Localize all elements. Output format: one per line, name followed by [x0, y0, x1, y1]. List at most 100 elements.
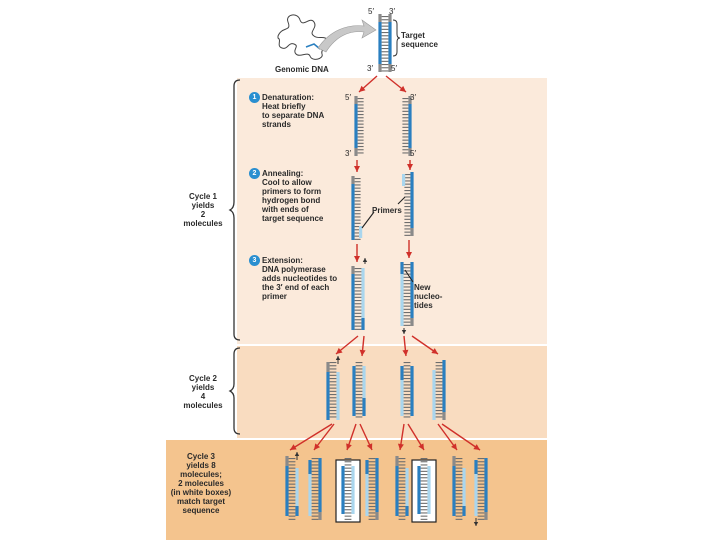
cycle3-molecule-4-rung — [368, 477, 376, 479]
denat-left-strand-rung — [357, 149, 364, 151]
cycle3-molecule-6-rung — [420, 461, 428, 463]
cycle3-molecule-1-rung — [288, 512, 296, 514]
cycle3-molecule-2-rung — [311, 461, 319, 463]
cycle2-molecule-4-rung — [435, 368, 443, 370]
denat-left-strand-rung — [357, 101, 364, 103]
extend-left-molecule-rung — [354, 316, 362, 318]
arrow-c2-to-c3-6-head — [418, 443, 424, 450]
cycle2-molecule-4-rung — [435, 413, 443, 415]
cycle3-molecule-2-right-1 — [318, 512, 322, 520]
cycle3-molecule-5-left-1 — [395, 466, 399, 516]
new-nucleotides-line2: nucleo- — [414, 292, 443, 301]
cycle3-molecule-6-rung — [420, 483, 428, 485]
cycle2-molecule-2-rung — [355, 410, 363, 412]
extend-left-molecule-rung — [354, 322, 362, 324]
target-molecule-rung — [381, 25, 389, 27]
anneal-right-strand-rung — [404, 196, 411, 198]
cycle3-molecule-8-rung — [477, 512, 485, 514]
cycle3-molecule-6-right-0 — [427, 466, 431, 514]
extend-right-molecule-rung — [403, 302, 411, 304]
cycle2-molecule-3-rung — [403, 400, 411, 402]
anneal-left-strand-rung — [354, 216, 361, 218]
cycle3-molecule-3-rung — [344, 493, 352, 495]
denat-left-strand-rung — [357, 104, 364, 106]
cycle3-molecule-2-left-1 — [308, 474, 312, 516]
primers-label: Primers — [372, 206, 402, 215]
cycle2-molecule-2-rung — [355, 390, 363, 392]
cycle3-molecule-1-right-0 — [295, 468, 299, 506]
cycle3-molecule-5-rung — [398, 464, 406, 466]
extend-right-molecule-rung — [403, 296, 411, 298]
extend-left-molecule-rung — [354, 277, 362, 279]
cycle2-molecule-3-rung — [403, 381, 411, 383]
extend-left-molecule-left-0 — [351, 266, 355, 274]
cycle2-molecule-2-rung — [355, 394, 363, 396]
arrows-layer — [289, 75, 481, 526]
cycle3-molecule-8-rung — [477, 461, 485, 463]
cycle3-molecule1-direction — [294, 452, 300, 460]
target-molecule-rung — [381, 51, 389, 53]
cycle3-molecule-3-rung — [344, 483, 352, 485]
extend-left-direction — [362, 258, 368, 264]
extend-right-molecule-rung — [403, 289, 411, 291]
cycle1-line4: molecules — [183, 219, 223, 228]
denat-left-strand-rung — [357, 123, 364, 125]
cycle2-molecule-1-rung — [329, 368, 337, 370]
cycle2-molecule-4-rung — [435, 410, 443, 412]
primers-pointer-left — [361, 211, 375, 229]
cycle2-molecule-4-rung — [435, 371, 443, 373]
cycle3-molecule-4-rung — [368, 496, 376, 498]
arrow-c2-to-c3-1-shaft — [289, 423, 333, 451]
cycle3-molecule-7-rung — [455, 461, 463, 463]
target-molecule-rung — [381, 54, 389, 56]
cycle3-molecule-6-rung — [420, 512, 428, 514]
target-molecule-rung — [381, 57, 389, 59]
genomic-dna-segment — [305, 43, 321, 50]
step3-line4: primer — [262, 292, 287, 301]
cycle2-molecule-4-rung — [435, 406, 443, 408]
cycle3-molecule-4-rung — [368, 483, 376, 485]
cycle3-molecule-8-rung — [477, 515, 485, 517]
cycle3-molecule-4-rung — [368, 467, 376, 469]
cycle3-molecule-4-rung — [368, 474, 376, 476]
cycle2-molecule-3-rung — [403, 368, 411, 370]
cycle2-molecule-1-rung — [329, 390, 337, 392]
arrow-c1-to-c2-c-head — [402, 349, 409, 356]
extend-left-molecule-rung — [354, 271, 362, 273]
cycle3-molecule-4 — [365, 458, 379, 520]
anneal-left-primer — [359, 226, 363, 238]
anneal-right-strand-rung — [404, 174, 411, 176]
extend-right-molecule-rung — [403, 308, 411, 310]
anneal-left-strand-rung — [354, 235, 361, 237]
arrow-c1-to-c2-d — [411, 335, 439, 355]
denat-left-strand-rung — [357, 117, 364, 119]
target-molecule-rung — [381, 60, 389, 62]
anneal-right-strand-rung — [404, 177, 411, 179]
cycle2-molecule-4-left-0 — [432, 370, 436, 420]
cycle2-molecule-1-rung — [329, 371, 337, 373]
cycle2-molecule-1-left-0 — [326, 362, 330, 372]
cycle2-molecule-3-rung — [403, 390, 411, 392]
denat-right-strand-rung — [402, 149, 409, 151]
step2-line2: primers to form — [262, 187, 322, 196]
arrow-c1-to-c2-d-head — [431, 348, 438, 354]
cycle2-molecule-3-right-0 — [410, 366, 414, 416]
cycle3-molecule-5-right-1 — [405, 506, 409, 516]
cycle2-molecule-2-rung — [355, 362, 363, 364]
cycle3-molecule-4-rung — [368, 470, 376, 472]
cycle3-molecule-4-right-0 — [375, 458, 379, 512]
cycle3-molecule-2-rung — [311, 506, 319, 508]
cycle3-molecule-1-rung — [288, 493, 296, 495]
anneal-left-strand-rung — [354, 178, 361, 180]
cycle2-molecule-1-rung — [329, 365, 337, 367]
cycle3-molecule-3-rung — [344, 502, 352, 504]
cycle3-molecule-2-rung — [311, 499, 319, 501]
anneal-left-strand-backbone-1 — [351, 184, 355, 240]
denat-left-strand-rung — [357, 152, 364, 154]
cycle3-molecule-5-rung — [398, 470, 406, 472]
anneal-left-strand-rung — [354, 190, 361, 192]
cycle3-molecule-8-left-0 — [474, 460, 478, 474]
cycle3-molecule-2 — [308, 458, 322, 520]
arrow-c2-to-c3-8 — [441, 423, 481, 451]
denat-right-strand-rung — [402, 139, 409, 141]
